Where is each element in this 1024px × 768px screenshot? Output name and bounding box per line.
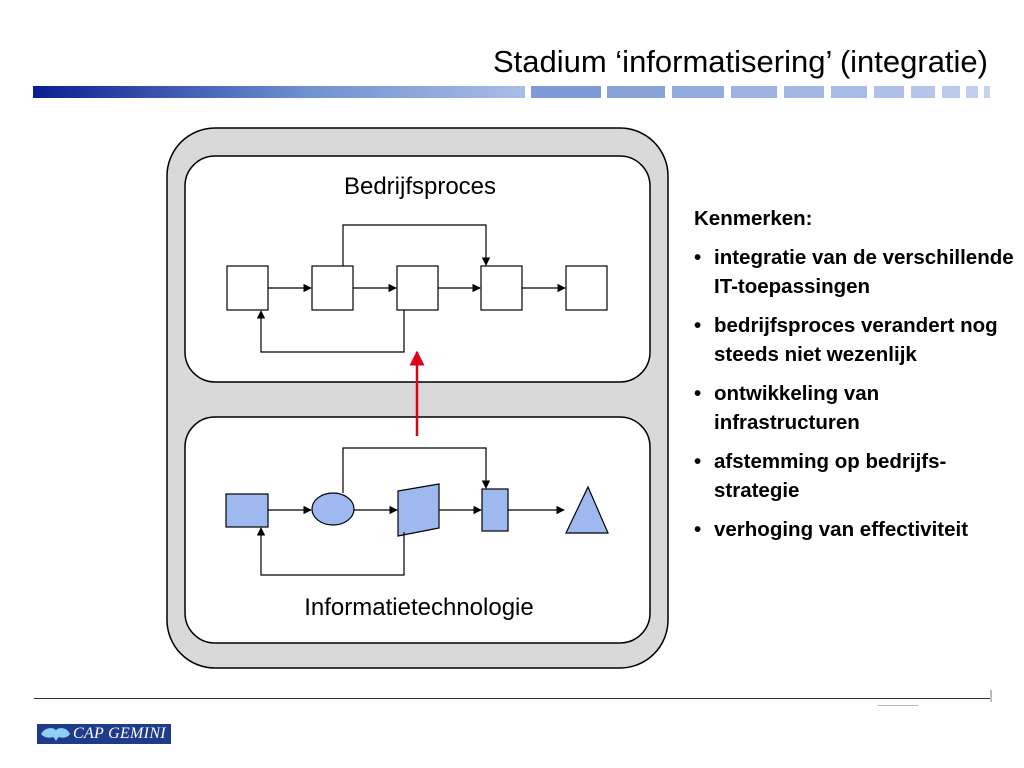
feature-item: • integratie van de verschillende IT-toep…	[694, 243, 1014, 301]
process-feedback-arrow	[256, 310, 405, 353]
process-step-box	[311, 265, 354, 311]
process-step-box	[565, 265, 608, 311]
feature-item: • verhoging van effectiviteit	[694, 515, 1014, 544]
process-step-box	[396, 265, 439, 311]
spade-logo-icon	[41, 728, 70, 741]
title-decoration-bar	[33, 86, 990, 98]
business-process-label: Bedrijfsproces	[344, 173, 496, 200]
it-component-square	[225, 493, 269, 528]
slide-title: Stadium ‘informatisering’ (integratie)	[492, 44, 988, 79]
footer-divider-tick	[990, 690, 992, 702]
logo-text: CAP GEMINI	[73, 725, 166, 742]
feature-text: ontwikkeling van infrastructuren	[714, 382, 880, 434]
it-feedback-arrow	[256, 527, 405, 576]
footer-divider	[34, 698, 990, 699]
it-component-trapezoid	[397, 483, 440, 537]
bullet-dot-icon: •	[694, 382, 702, 405]
bullet-dot-icon: •	[694, 314, 702, 337]
feature-text: verhoging van effectiviteit	[714, 518, 969, 541]
feature-text: integratie van de verschillende IT-toepa…	[714, 246, 1014, 298]
feature-text: bedrijfsproces verandert nog steeds niet…	[714, 314, 998, 366]
features-panel: Kenmerken: • integratie van de verschille…	[694, 204, 1014, 554]
it-component-ellipse	[311, 492, 355, 526]
it-component-rect	[481, 488, 509, 532]
features-heading: Kenmerken:	[694, 207, 813, 230]
process-step-box	[226, 265, 269, 311]
bullet-dot-icon: •	[694, 450, 702, 473]
cap-gemini-logo: CAP GEMINI	[37, 724, 171, 744]
process-skip-arrow	[342, 224, 491, 266]
footer-divider-accent	[878, 705, 918, 706]
it-label: Informatietechnologie	[304, 594, 533, 621]
process-step-box	[480, 265, 523, 311]
it-component-triangle	[565, 485, 609, 534]
it-skip-arrow	[342, 447, 491, 493]
feature-item: • ontwikkeling van infrastructuren	[694, 379, 1014, 437]
features-list: • integratie van de verschillende IT-toep…	[694, 243, 1014, 544]
feature-item: • bedrijfsproces verandert nog steeds nie…	[694, 311, 1014, 369]
bullet-dot-icon: •	[694, 518, 702, 541]
feature-text: afstemming op bedrijfs-strategie	[714, 450, 947, 502]
feature-item: • afstemming op bedrijfs-strategie	[694, 447, 1014, 505]
bullet-dot-icon: •	[694, 246, 702, 269]
